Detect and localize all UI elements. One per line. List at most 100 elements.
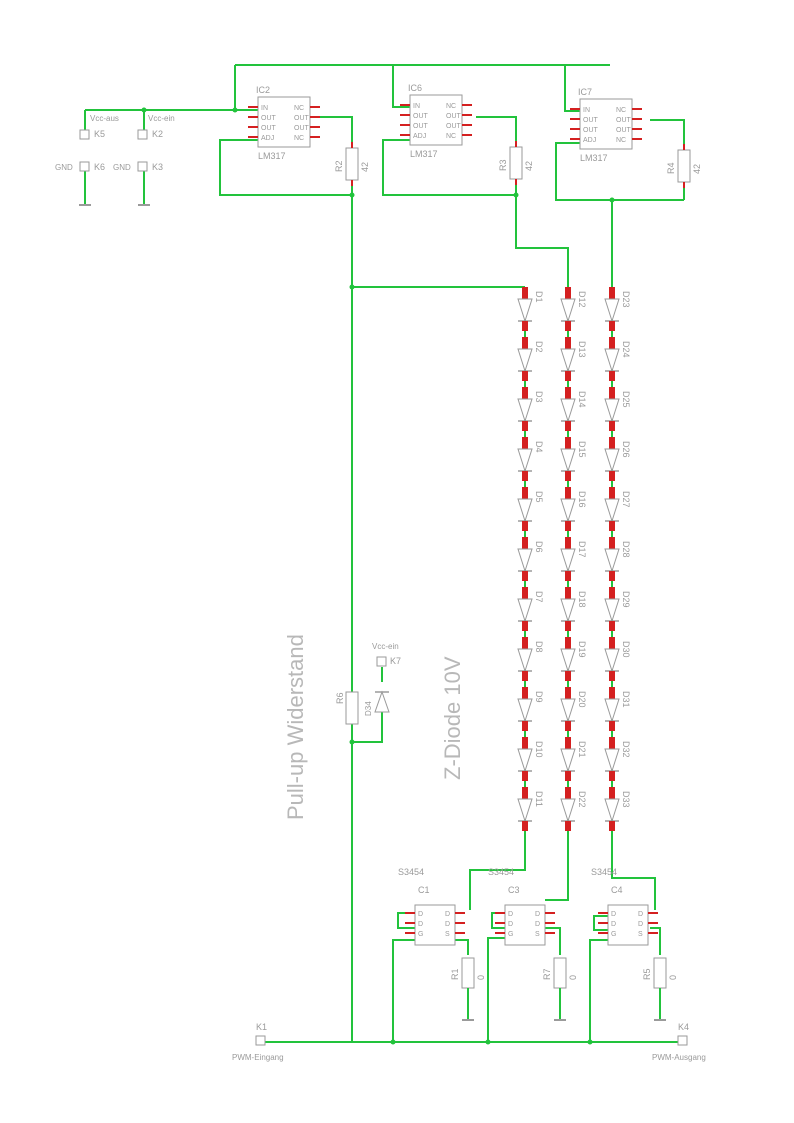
- diode-symbol: [517, 548, 533, 573]
- diode-pad: [565, 721, 571, 731]
- junction-dot: [349, 284, 355, 290]
- regulator-ref: IC6: [408, 83, 422, 93]
- pin-label: ADJ: [261, 135, 274, 142]
- diode-ref: D17: [577, 541, 587, 558]
- diode-ref: D1: [534, 291, 544, 303]
- wire-segment: [491, 912, 505, 929]
- diode-symbol: [517, 448, 533, 473]
- diode-ref: D23: [621, 291, 631, 308]
- connector-k2[interactable]: K2 Vcc-ein: [137, 114, 175, 140]
- diode-pad: [609, 587, 615, 599]
- diode-symbol: [517, 798, 533, 823]
- diode-pad: [609, 287, 615, 299]
- svg-text:Vcc-ein: Vcc-ein: [148, 114, 175, 123]
- svg-text:K4: K4: [678, 1022, 689, 1032]
- diode-pad: [522, 587, 528, 599]
- pin-label: NC: [294, 135, 304, 142]
- svg-text:GND: GND: [55, 163, 73, 172]
- resistor-value: 0: [668, 975, 678, 980]
- diode-ref: D6: [534, 541, 544, 553]
- connector-k4[interactable]: K4 PWM-Ausgang: [652, 1022, 706, 1062]
- diode-pad: [522, 421, 528, 431]
- diode-pad: [522, 471, 528, 481]
- diode-pad: [522, 371, 528, 381]
- diode-symbol: [517, 598, 533, 623]
- diode-pad: [522, 737, 528, 749]
- connector-k6[interactable]: K6 GND: [55, 161, 105, 172]
- diode-ref: D19: [577, 641, 587, 658]
- pin-label: IN: [261, 105, 268, 112]
- resistor-value: 42: [692, 164, 702, 174]
- junction-dot: [609, 197, 615, 203]
- svg-text:Vcc-ein: Vcc-ein: [372, 642, 399, 651]
- diode-symbol: [517, 398, 533, 423]
- pin-label: OUT: [583, 127, 599, 134]
- diode-pad: [522, 687, 528, 699]
- diode-pad: [609, 571, 615, 581]
- diode-symbol: [560, 648, 576, 673]
- diode-ref: D14: [577, 391, 587, 408]
- diode-pad: [609, 721, 615, 731]
- diode-pad: [609, 471, 615, 481]
- diode-pad: [522, 487, 528, 499]
- connector-k1[interactable]: K1 PWM-Eingang: [232, 1022, 284, 1062]
- diode-pad: [522, 337, 528, 349]
- diode-symbol: [560, 598, 576, 623]
- diode-symbol: [604, 398, 620, 423]
- diode-pad: [522, 821, 528, 831]
- wire-segment: [469, 835, 526, 910]
- diode-ref: D31: [621, 691, 631, 708]
- diode-pad: [609, 771, 615, 781]
- pin-label: OUT: [583, 117, 599, 124]
- pin-label: D: [445, 921, 450, 928]
- resistor-ref: R5: [642, 968, 652, 980]
- diode-symbol: [517, 298, 533, 323]
- junction-dot: [587, 1039, 593, 1045]
- pin-label: OUT: [261, 115, 277, 122]
- diode-pad: [522, 521, 528, 531]
- diode-pad: [565, 471, 571, 481]
- diode-pad: [522, 437, 528, 449]
- connector-k5[interactable]: K5 Vcc-aus: [79, 114, 119, 140]
- diode-ref: D5: [534, 491, 544, 503]
- wire-segment: [564, 65, 580, 112]
- diode-pad: [522, 621, 528, 631]
- diode-pad: [609, 337, 615, 349]
- diode-symbol: [604, 648, 620, 673]
- pin-label: D: [418, 911, 423, 918]
- diode-pad: [522, 771, 528, 781]
- pin-label: D: [445, 911, 450, 918]
- pin-label: D: [535, 911, 540, 918]
- pin-label: NC: [616, 137, 626, 144]
- diode-pad: [522, 537, 528, 549]
- diode-pad: [565, 287, 571, 299]
- diode-symbol: [517, 348, 533, 373]
- pin-label: NC: [446, 103, 456, 110]
- wire-segment: [392, 65, 410, 108]
- junction-dot: [349, 739, 355, 745]
- diode-pad: [609, 421, 615, 431]
- diode-pad: [522, 671, 528, 681]
- connector-k7[interactable]: K7 Vcc-ein: [372, 642, 401, 667]
- diode-symbol: [517, 648, 533, 673]
- diode-pad: [565, 437, 571, 449]
- connector-k3[interactable]: K3 GND: [113, 161, 163, 172]
- wire-segment: [382, 139, 516, 196]
- pin-label: D: [508, 921, 513, 928]
- diode-ref: D27: [621, 491, 631, 508]
- diode-ref: D11: [534, 791, 544, 807]
- diode-pad: [565, 537, 571, 549]
- pin-label: OUT: [446, 113, 462, 120]
- diode-ref: D4: [534, 441, 544, 453]
- wire-segment: [219, 139, 352, 196]
- diode-pad: [565, 487, 571, 499]
- svg-text:Vcc-aus: Vcc-aus: [90, 114, 119, 123]
- diode-symbol: [604, 348, 620, 373]
- diode-ref: D8: [534, 641, 544, 653]
- svg-text:K1: K1: [256, 1022, 267, 1032]
